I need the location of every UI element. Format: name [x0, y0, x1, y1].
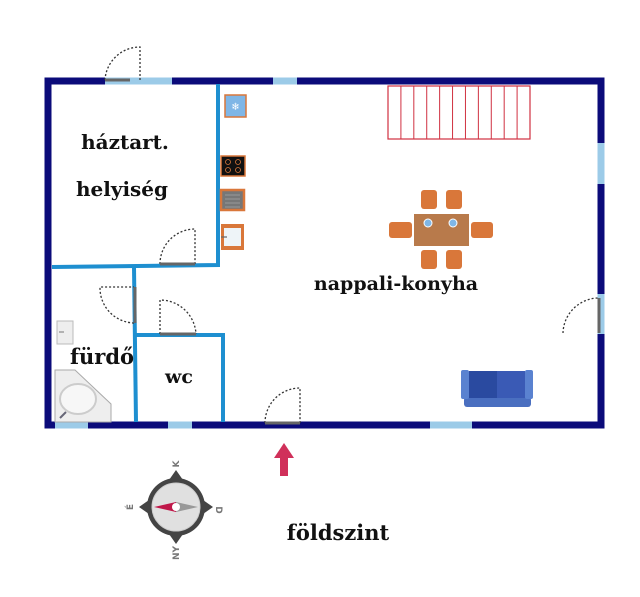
- room-label-utility-1: háztart.: [81, 130, 169, 154]
- windows: [55, 77, 605, 429]
- stove-icon: [220, 155, 246, 177]
- door-right: [562, 297, 601, 334]
- compass-north: K: [172, 459, 182, 467]
- doors: [99, 46, 601, 425]
- compass-south: NY: [172, 545, 182, 560]
- stairs-icon: /* treads drawn below */: [387, 85, 531, 140]
- room-label-utility-2: helyiség: [76, 177, 168, 201]
- door-top: [104, 46, 141, 82]
- washbasin-icon: [56, 320, 74, 345]
- stair-treads: [400, 86, 518, 139]
- room-label-wc: wc: [164, 366, 193, 388]
- compass-icon: K D NY É: [124, 459, 223, 560]
- door-utility: [159, 228, 196, 266]
- sink-icon: [221, 224, 244, 250]
- outer-wall: [44, 77, 605, 429]
- sofa-icon: [461, 370, 533, 407]
- dining-table-icon: [389, 190, 493, 269]
- door-wc: [159, 299, 197, 336]
- entrance-arrow-icon: [274, 443, 294, 476]
- floor-title: földszint: [287, 520, 390, 545]
- door-bathroom: [99, 286, 137, 324]
- bathtub-icon: [54, 369, 112, 423]
- dishwasher-icon: [219, 188, 246, 212]
- svg-text:❄: ❄: [231, 102, 239, 113]
- compass-east: D: [213, 506, 223, 513]
- compass-west: É: [124, 504, 136, 510]
- room-label-living-kitchen: nappali-konyha: [314, 273, 478, 295]
- room-label-bathroom: fürdő: [70, 344, 134, 369]
- fridge-icon: ❄: [224, 94, 247, 118]
- door-entrance: [264, 387, 301, 425]
